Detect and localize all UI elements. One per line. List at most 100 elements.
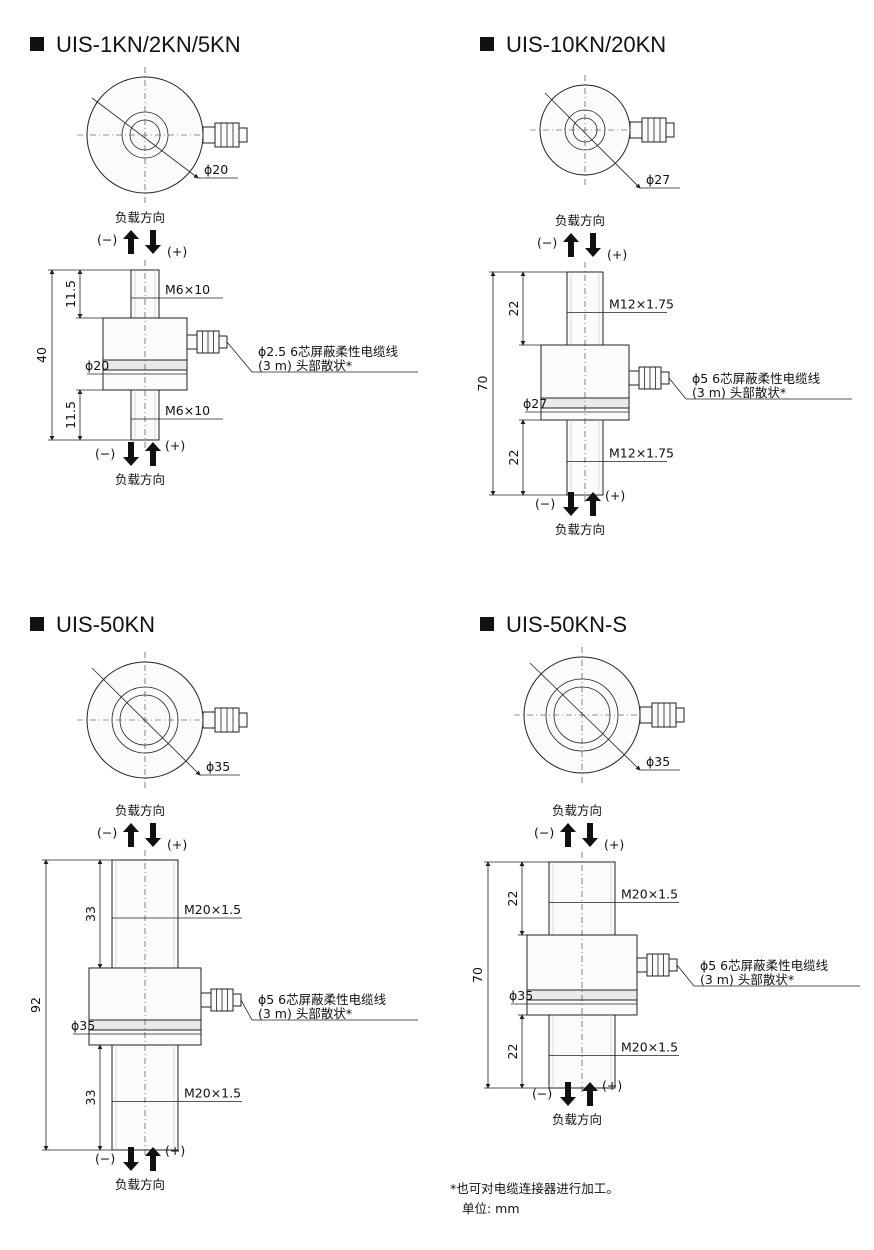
load-direction-top: 负载方向(−)(+)	[534, 803, 624, 852]
cable-spec-line1: ϕ5 6芯屏蔽柔性电缆线	[700, 958, 829, 973]
side-connector-body	[186, 334, 198, 350]
load-arrow-down-icon	[123, 442, 139, 466]
lower-height-label: 11.5	[63, 401, 78, 429]
model-title: UIS-50KN	[56, 612, 155, 637]
load-arrow-up-icon	[123, 230, 139, 254]
cable-spec-line2: (3 m) 头部散状*	[258, 1006, 352, 1021]
plus-label-bottom: (+)	[605, 488, 625, 503]
upper-height-label: 22	[506, 301, 521, 317]
upper-height-label: 33	[83, 906, 98, 922]
load-direction-label-bottom: 负载方向	[115, 472, 165, 487]
top-connector-body	[629, 121, 643, 139]
load-arrow-up-icon	[585, 492, 601, 516]
body-diameter-label: ϕ27	[523, 396, 547, 411]
load-direction-label-bottom: 负载方向	[115, 1177, 165, 1192]
plus-label-top: (+)	[167, 837, 187, 852]
upper-height-label: 22	[505, 891, 520, 907]
load-arrow-up-icon	[145, 1147, 161, 1171]
lower-thread-label: M20×1.5	[621, 1040, 678, 1055]
body-diameter-label: ϕ35	[509, 988, 533, 1003]
top-diameter-label: ϕ35	[646, 754, 670, 769]
load-arrow-down-icon	[560, 1082, 576, 1106]
top-connector-body	[202, 711, 216, 729]
top-diameter-label: ϕ27	[646, 172, 670, 187]
model-title: UIS-50KN-S	[506, 612, 627, 637]
minus-label-top: (−)	[537, 235, 557, 250]
load-arrow-up-icon	[563, 233, 579, 257]
cable-leader	[668, 377, 687, 400]
load-arrow-down-icon	[145, 230, 161, 254]
title-square-icon	[480, 37, 494, 51]
load-arrow-down-icon	[585, 233, 601, 257]
side-connector-body	[628, 370, 640, 386]
upper-thread-label: M12×1.75	[609, 297, 674, 312]
dimensions: 40 11.5 11.5	[34, 269, 131, 441]
load-direction-top: 负载方向(−)(+)	[97, 210, 187, 259]
top-diameter-label: ϕ20	[204, 162, 228, 177]
load-direction-top: 负载方向 (−) (+)	[97, 803, 187, 852]
load-direction-bottom: (−)(+)负载方向	[535, 488, 625, 537]
plus-label-top: (+)	[167, 244, 187, 259]
top-connector-tip	[675, 707, 685, 723]
load-direction-label-top: 负载方向	[115, 803, 165, 818]
minus-label-top: (−)	[534, 825, 554, 840]
load-arrow-down-icon	[145, 823, 161, 847]
lower-height-label: 33	[83, 1090, 98, 1106]
upper-stud	[548, 861, 616, 936]
side-connector-tip	[660, 371, 670, 385]
model-title: UIS-1KN/2KN/5KN	[56, 32, 241, 57]
side-connector-body	[636, 957, 648, 973]
load-arrow-up-icon	[582, 1082, 598, 1106]
minus-label-top: (−)	[97, 825, 117, 840]
total-height-label: 40	[34, 347, 49, 363]
upper-thread-label: M20×1.5	[621, 887, 678, 902]
plus-label-top: (+)	[604, 837, 624, 852]
load-arrow-up-icon	[123, 823, 139, 847]
lower-thread-label: M6×10	[165, 403, 210, 418]
plus-label-bottom: (+)	[602, 1078, 622, 1093]
top-connector-body	[639, 706, 653, 724]
footnote-unit: 单位: mm	[462, 1201, 520, 1216]
load-direction-top: 负载方向(−)(+)	[537, 213, 627, 262]
top-diameter-leader	[529, 662, 641, 771]
title-square-icon	[30, 37, 44, 51]
minus-label-bottom: (−)	[95, 446, 115, 461]
upper-height-label: 11.5	[63, 280, 78, 308]
side-connector-tip	[668, 958, 678, 972]
top-connector-tip	[238, 127, 248, 143]
body-diameter-label: ϕ20	[85, 358, 109, 373]
load-direction-label-top: 负载方向	[555, 213, 605, 228]
dimensions: 92 33 33	[28, 859, 112, 1151]
cable-leader	[240, 999, 253, 1021]
top-diameter-leader	[544, 92, 641, 189]
title-square-icon	[30, 617, 44, 631]
top-connector-tip	[238, 712, 248, 728]
lower-height-label: 22	[505, 1044, 520, 1060]
cable-spec-line2: (3 m) 头部散状*	[258, 358, 352, 373]
total-height-label: 92	[28, 997, 43, 1013]
top-diameter-leader	[91, 97, 199, 179]
lower-height-label: 22	[506, 450, 521, 466]
body-diameter-label: ϕ35	[71, 1018, 95, 1033]
side-connector-tip	[218, 335, 228, 349]
load-arrow-down-icon	[563, 492, 579, 516]
cable-spec-line2: (3 m) 头部散状*	[700, 972, 794, 987]
top-view: ϕ27	[530, 75, 680, 189]
side-connector-body	[200, 992, 212, 1008]
load-arrow-up-icon	[560, 823, 576, 847]
plus-label-bottom: (+)	[165, 438, 185, 453]
load-direction-bottom: (−)(+)负载方向	[532, 1078, 622, 1127]
cable-spec-line2: (3 m) 头部散状*	[692, 385, 786, 400]
top-diameter-leader	[91, 667, 201, 776]
load-arrow-down-icon	[582, 823, 598, 847]
title-square-icon	[480, 617, 494, 631]
top-connector-body	[202, 126, 216, 144]
minus-label-bottom: (−)	[95, 1151, 115, 1166]
